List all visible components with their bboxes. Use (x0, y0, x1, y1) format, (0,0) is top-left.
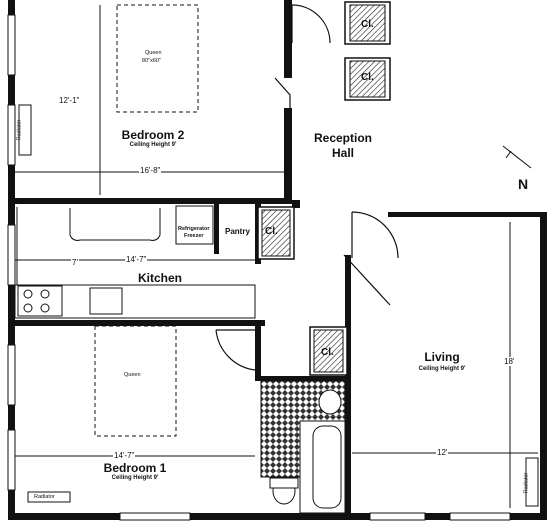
closet-label-3: Cl. (265, 226, 278, 237)
refrigerator-label-line1: Refrigerator (178, 226, 210, 232)
north-indicator: N (518, 176, 529, 192)
bed2-label: Queen (145, 50, 162, 56)
kitchen-title: Kitchen (138, 271, 183, 285)
living-title: Living (424, 350, 460, 364)
bedroom1-ceiling: Ceiling Height 9' (111, 475, 159, 481)
living-ceiling: Ceiling Height 9' (418, 366, 466, 372)
bedroom2-width: 16'-8" (139, 166, 162, 175)
bed1-label: Queen (124, 372, 141, 378)
kitchen-width: 14'-7" (125, 255, 148, 264)
kitchen-depth: 7' (71, 258, 79, 267)
kitchen-fixtures (14, 205, 256, 319)
door-swings (215, 4, 399, 371)
refrigerator-label-line2: Freezer (184, 233, 204, 239)
bed-outlines (94, 4, 199, 437)
living-depth: 18' (503, 357, 516, 366)
radiator-bedroom1: Radiator (34, 494, 55, 500)
closets (257, 1, 391, 376)
pantry-title: Pantry (225, 227, 250, 236)
compass-rose (502, 145, 532, 169)
radiator-bedroom2: Radiator (16, 119, 23, 141)
bedroom1-title: Bedroom 1 (103, 461, 167, 475)
bed2-size: 80"x60" (142, 58, 161, 64)
reception-title-line1: Reception (313, 131, 372, 145)
radiators (18, 104, 539, 507)
reception-title-line2: Hall (331, 146, 354, 160)
bathroom (260, 380, 346, 514)
closet-label-4: Cl. (321, 347, 334, 358)
windows (7, 14, 511, 521)
closet-label-2: Cl. (361, 72, 374, 83)
bedroom2-title: Bedroom 2 (121, 128, 185, 142)
bedroom1-width: 14'-7" (113, 451, 136, 460)
radiator-living: Radiator (523, 472, 530, 494)
bedroom2-ceiling: Ceiling Height 9' (129, 142, 177, 148)
closet-label-1: Cl. (361, 19, 374, 30)
living-width: 12' (436, 448, 449, 457)
bedroom2-depth: 12'-1" (58, 96, 81, 105)
